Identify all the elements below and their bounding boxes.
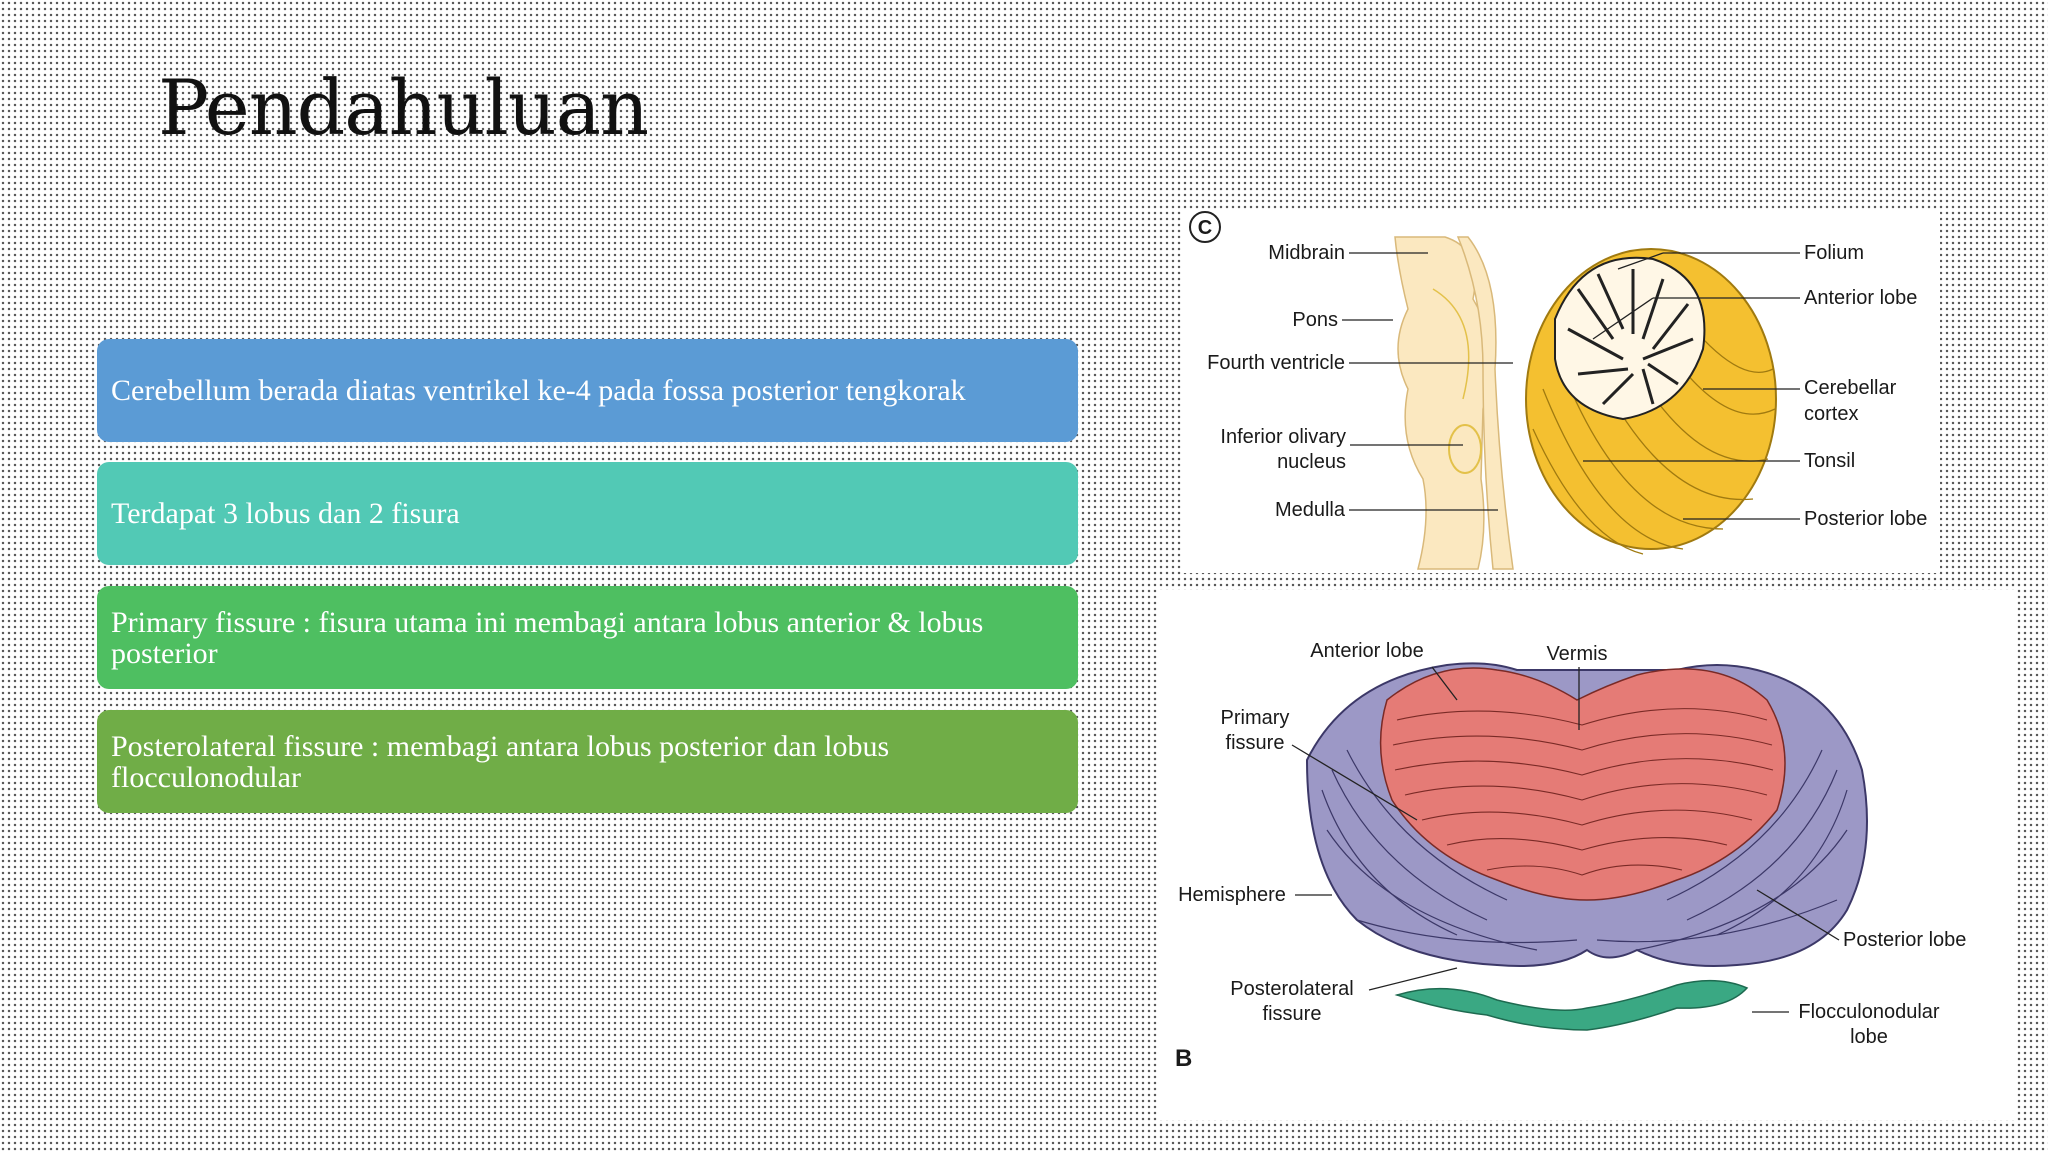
label-primary: Primary [1221, 707, 1290, 729]
anterior-lobe-folia [1392, 708, 1774, 876]
panel-letter-b: B [1175, 1045, 1192, 1072]
label-tonsil: Tonsil [1804, 450, 1855, 472]
dorsal-diagram: Anterior lobe Vermis Primary fissure Hem… [1175, 640, 1966, 1072]
slide-title: Pendahuluan [158, 63, 649, 152]
label-anterior-lobe-b: Anterior lobe [1310, 640, 1423, 662]
fourth-ventricle-wall [1456, 236, 1514, 570]
label-cerebellar: Cerebellar [1804, 377, 1897, 399]
label-cortex: cortex [1804, 403, 1858, 425]
label-fourth-ventricle: Fourth ventricle [1207, 352, 1345, 374]
label-pons: Pons [1292, 309, 1338, 331]
label-flocculonodular: Flocculonodular [1798, 1001, 1940, 1023]
sagittal-diagram: C Midbrain Pons Fourth ventricle Inferio… [1189, 211, 1927, 570]
cerebellum-sagittal [1525, 248, 1777, 555]
label-hemisphere: Hemisphere [1178, 884, 1286, 906]
label-folium: Folium [1804, 242, 1864, 264]
bullet-posterolateral-fissure: Posterolateral fissure : membagi antara … [97, 710, 1078, 813]
label-posterolateral: Posterolateral [1230, 978, 1353, 1000]
label-fissure: fissure [1226, 732, 1285, 754]
figure-sagittal-cerebellum: C Midbrain Pons Fourth ventricle Inferio… [1183, 209, 1940, 573]
label-inferior-olivary: Inferior olivary [1220, 426, 1346, 448]
brainstem-shape [1394, 236, 1492, 570]
bullet-text: Posterolateral fissure : membagi antara … [111, 729, 890, 794]
label-posterior-lobe-b: Posterior lobe [1843, 929, 1966, 951]
label-posterior-lobe: Posterior lobe [1804, 508, 1927, 530]
flocculonodular-lobe-shape [1394, 979, 1749, 1031]
figure-dorsal-cerebellum: Anterior lobe Vermis Primary fissure Hem… [1157, 590, 2015, 1120]
olivary-nucleus-outline [1448, 424, 1482, 474]
bullet-text: Terdapat 3 lobus dan 2 fisura [111, 497, 460, 530]
bullet-text: Cerebellum berada diatas ventrikel ke-4 … [111, 374, 966, 407]
bullet-text: Primary fissure : fisura utama ini memba… [111, 605, 984, 670]
pons-outline [1432, 288, 1470, 400]
label-midbrain: Midbrain [1268, 242, 1345, 264]
label-vermis: Vermis [1546, 643, 1607, 665]
label-medulla: Medulla [1275, 499, 1346, 521]
posterior-lobe-folia [1321, 749, 1848, 951]
anterior-lobe-shape [1379, 667, 1786, 901]
panel-letter-c: C [1198, 217, 1212, 239]
bullet-cerebellum-location: Cerebellum berada diatas ventrikel ke-4 … [97, 339, 1078, 442]
panel-letter-circle [1189, 211, 1221, 243]
label-anterior-lobe: Anterior lobe [1804, 287, 1917, 309]
label-flocculonodular-lobe: lobe [1850, 1026, 1888, 1048]
label-posterolateral-fissure: fissure [1263, 1003, 1322, 1025]
label-nucleus: nucleus [1277, 451, 1346, 473]
bullet-lobes-fissures: Terdapat 3 lobus dan 2 fisura [97, 462, 1078, 565]
bullet-primary-fissure: Primary fissure : fisura utama ini memba… [97, 586, 1078, 689]
